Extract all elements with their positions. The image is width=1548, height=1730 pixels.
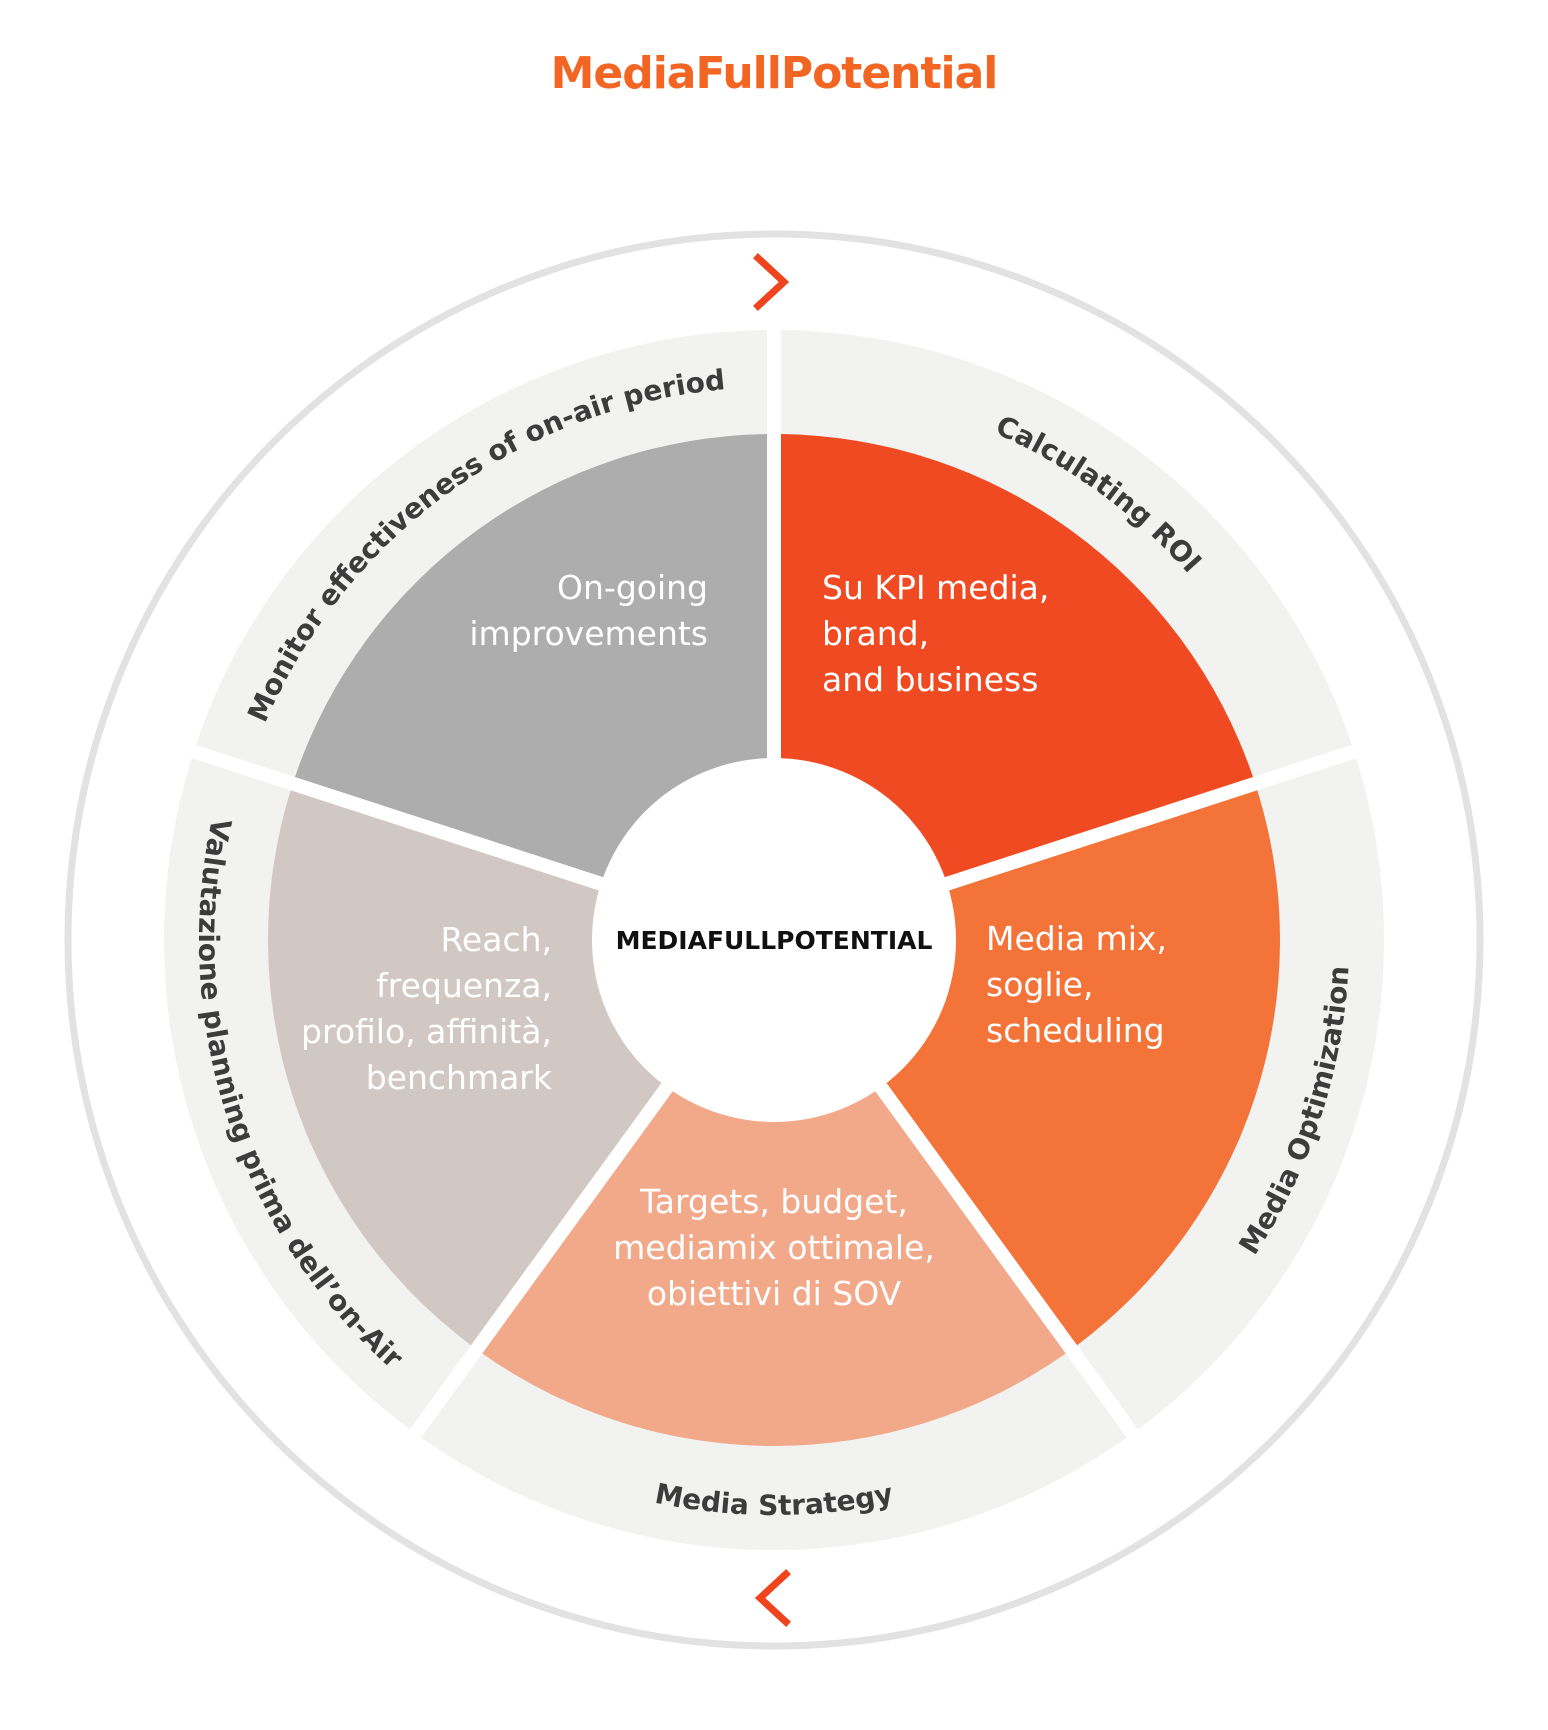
chevron-left-icon (754, 1569, 791, 1627)
segment-wedge (880, 790, 1280, 1346)
phase-band (163, 330, 1384, 1550)
center-hub (592, 758, 956, 1122)
center-label: MEDIAFULLPOTENTIAL (616, 926, 933, 955)
segment-wedge (482, 1083, 1066, 1446)
segment-text: Targets, budget,mediamix ottimale,obiett… (613, 1182, 935, 1313)
segment-wedge (781, 434, 1254, 881)
phase-band-sector (1071, 758, 1384, 1430)
chevron-right-icon (753, 253, 790, 311)
outer-ring-circle (64, 230, 1484, 1650)
segment-wedge (294, 434, 767, 881)
phase-band-sector (781, 330, 1352, 781)
phase-band-sector (421, 1345, 1127, 1550)
cycle-arrows (753, 253, 791, 1627)
segment-text: Reach,frequenza,profilo, affinità,benchm… (301, 920, 553, 1097)
phase-band-sector (196, 330, 768, 781)
segment-text: Media mix,soglie,scheduling (986, 919, 1167, 1050)
phase-band-sector (163, 758, 477, 1430)
segment-text: Su KPI media,brand,and business (822, 568, 1049, 699)
outer-ring (64, 230, 1484, 1650)
segment-wedge (267, 790, 668, 1346)
segment-wedges (267, 434, 1280, 1446)
page-title: MediaFullPotential (550, 48, 999, 99)
